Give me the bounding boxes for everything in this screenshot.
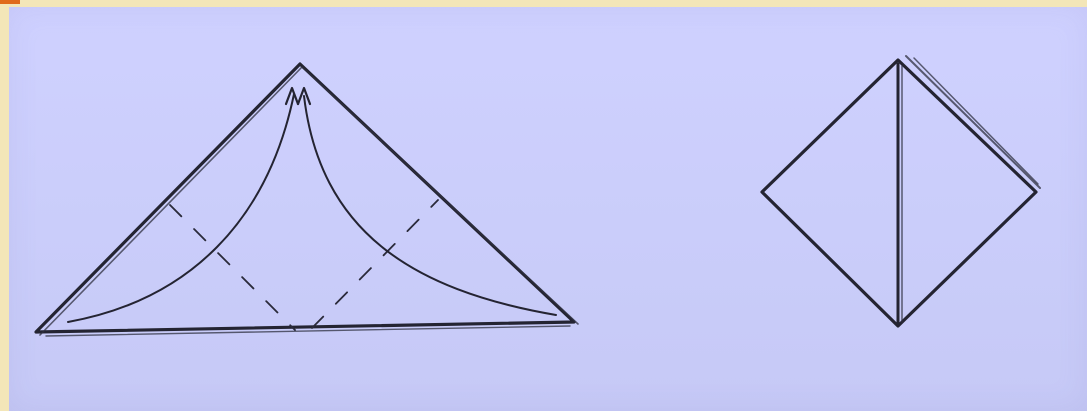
folding-step-square <box>762 56 1040 326</box>
folding-step-triangle <box>36 64 578 336</box>
triangle-outline-retrace <box>40 67 578 335</box>
fold-arrow-right <box>304 96 556 315</box>
square-layer-edge-2 <box>914 58 1038 184</box>
square-layer-edge <box>906 56 1040 188</box>
fold-line-left <box>170 205 295 330</box>
fold-arrow-left <box>68 94 294 322</box>
fold-line-right <box>312 200 438 328</box>
